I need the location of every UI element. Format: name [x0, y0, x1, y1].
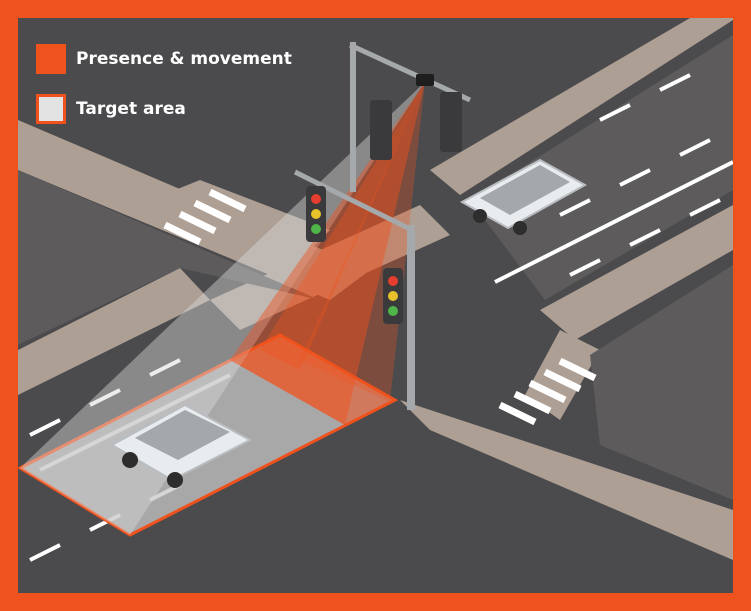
presence-swatch [36, 44, 66, 74]
sidewalks [18, 18, 733, 560]
car-icon [109, 403, 253, 488]
target-swatch [36, 94, 66, 124]
car-icon [459, 158, 588, 235]
presence-zone [230, 335, 395, 425]
traffic-light-icon [306, 186, 326, 242]
legend: Presence & movement Target area [36, 42, 292, 142]
legend-item-presence: Presence & movement [36, 42, 292, 76]
corner-blocks [18, 35, 733, 500]
legend-label: Target area [76, 99, 186, 119]
traffic-light-icon [383, 268, 403, 324]
camera-icon [416, 74, 434, 86]
legend-label: Presence & movement [76, 49, 292, 69]
legend-item-target: Target area [36, 92, 292, 126]
crosswalks [163, 188, 597, 426]
traffic-signal-assembly [293, 42, 472, 410]
